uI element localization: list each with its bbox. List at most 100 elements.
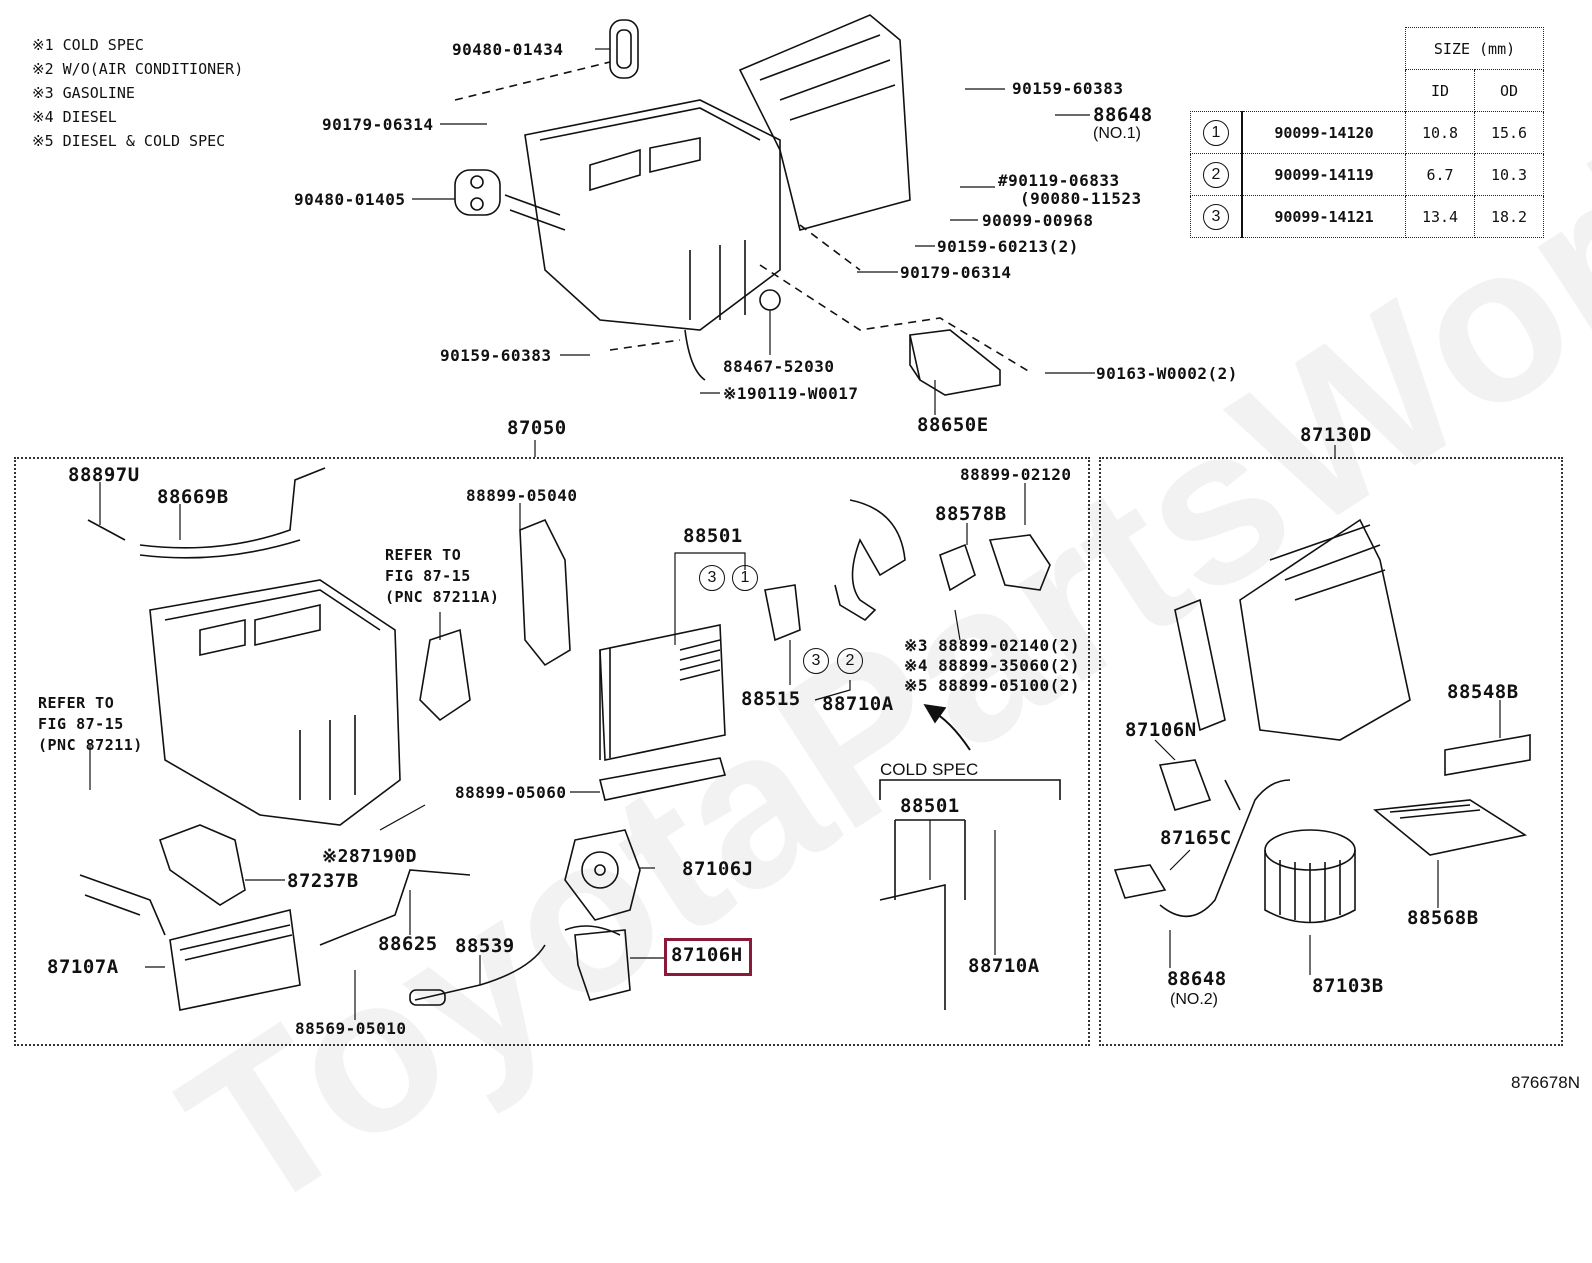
refer-line: REFER TO xyxy=(38,694,115,712)
part-label[interactable]: 90179-06314 xyxy=(322,115,434,134)
outer-diameter: 15.6 xyxy=(1474,111,1544,154)
outer-diameter: 18.2 xyxy=(1474,195,1544,238)
note-4: ※4 DIESEL xyxy=(32,108,117,126)
part-label[interactable]: ※4 88899-35060(2) xyxy=(904,656,1081,675)
table-row: 3 90099-14121 13.4 18.2 xyxy=(1190,195,1544,238)
resistor-87106n-drawing xyxy=(1158,759,1212,811)
resistor-87165c-drawing xyxy=(1113,864,1167,899)
part-label[interactable]: 88648 xyxy=(1167,968,1227,990)
clamp-88578b-drawing xyxy=(939,534,1051,592)
refer-line: (PNC 87211A) xyxy=(385,588,500,606)
note-1: ※1 COLD SPEC xyxy=(32,36,144,54)
note-2: ※2 W/O(AIR CONDITIONER) xyxy=(32,60,244,78)
part-label[interactable]: (90080-11523 xyxy=(1020,189,1142,208)
duct-87237b-drawing xyxy=(158,824,246,906)
part-label[interactable]: 88897U xyxy=(68,464,140,486)
refer-line: FIG 87-15 xyxy=(385,567,471,585)
part-label[interactable]: 88501 xyxy=(900,795,960,817)
ref-circle: 1 xyxy=(732,565,758,591)
refer-line: REFER TO xyxy=(385,546,462,564)
part-label[interactable]: 90480-01405 xyxy=(294,190,406,209)
col-od: OD xyxy=(1474,69,1544,112)
heater-unit-top-drawing xyxy=(504,14,911,381)
part-label[interactable]: 88710A xyxy=(968,955,1040,977)
part-label[interactable]: 88539 xyxy=(455,935,515,957)
part-label[interactable]: 88625 xyxy=(378,933,438,955)
part-label[interactable]: ※190119-W0017 xyxy=(723,384,859,403)
actuator-87106h-drawing xyxy=(564,925,631,1001)
part-label[interactable]: 88515 xyxy=(741,688,801,710)
part-label[interactable]: 87106N xyxy=(1125,719,1197,741)
size-header: SIZE (mm) xyxy=(1405,27,1544,70)
group-title-87130d[interactable]: 87130D xyxy=(1300,424,1372,446)
part-label[interactable]: 87165C xyxy=(1160,827,1232,849)
part-label[interactable]: 88899-05060 xyxy=(455,783,567,802)
group-title-87050[interactable]: 87050 xyxy=(507,417,567,439)
part-label[interactable]: 87107A xyxy=(47,956,119,978)
part-sublabel: (NO.2) xyxy=(1170,991,1218,1008)
line-art xyxy=(79,14,1531,1020)
table-row: 1 90099-14120 10.8 15.6 xyxy=(1190,111,1544,154)
refer-note-87211a[interactable]: REFER TO FIG 87-15 (PNC 87211A) xyxy=(385,545,499,608)
size-table: SIZE (mm) ID OD 1 90099-14120 10.8 15.6 … xyxy=(1190,27,1544,238)
part-label[interactable]: 90163-W0002(2) xyxy=(1096,364,1238,383)
inner-diameter: 6.7 xyxy=(1405,153,1475,196)
ref-circle: 3 xyxy=(1203,203,1229,230)
refer-line: (PNC 87211) xyxy=(38,736,143,754)
group-87130d-box xyxy=(1099,457,1563,1046)
part-number[interactable]: 90099-14119 xyxy=(1241,153,1406,196)
part-label[interactable]: 88650E xyxy=(917,414,989,436)
part-number[interactable]: 90099-14121 xyxy=(1241,195,1406,238)
part-label[interactable]: 88501 xyxy=(683,525,743,547)
inner-diameter: 13.4 xyxy=(1405,195,1475,238)
part-label[interactable]: 88899-05040 xyxy=(466,486,578,505)
harness-88648-no2-drawing xyxy=(1159,779,1291,918)
part-label[interactable]: 88578B xyxy=(935,503,1007,525)
part-label[interactable]: 90179-06314 xyxy=(900,263,1012,282)
part-label[interactable]: 87106J xyxy=(682,858,754,880)
note-3: ※3 GASOLINE xyxy=(32,84,135,102)
outer-diameter: 10.3 xyxy=(1474,153,1544,196)
ref-circle: 2 xyxy=(837,648,863,674)
figure-code: 876678N xyxy=(1510,1073,1580,1092)
part-label[interactable]: ※287190D xyxy=(322,846,417,867)
part-label[interactable]: ※3 88899-02140(2) xyxy=(904,636,1081,655)
highlighted-part-box[interactable] xyxy=(664,938,752,976)
part-label[interactable]: 88568B xyxy=(1407,907,1479,929)
part-label[interactable]: #90119-06833 xyxy=(998,171,1120,190)
part-label[interactable]: 88648 xyxy=(1093,104,1153,126)
ref-circle: 1 xyxy=(1203,119,1229,146)
hose-88669b-drawing xyxy=(87,467,326,559)
heater-core-87107a-drawing xyxy=(79,874,301,1011)
bracket-88650e-drawing xyxy=(909,329,1001,396)
cold-spec-title: COLD SPEC xyxy=(880,760,979,779)
part-label[interactable]: 88710A xyxy=(822,693,894,715)
part-label[interactable]: 90159-60383 xyxy=(440,346,552,365)
part-label[interactable]: 87103B xyxy=(1312,975,1384,997)
table-row: 2 90099-14119 6.7 10.3 xyxy=(1190,153,1544,196)
part-label[interactable]: 88569-05010 xyxy=(295,1019,407,1038)
part-label[interactable]: 90099-00968 xyxy=(982,211,1094,230)
pipe-88710a-drawing xyxy=(834,499,906,622)
part-label[interactable]: 88467-52030 xyxy=(723,357,835,376)
heater-case-drawing xyxy=(149,579,401,826)
part-label[interactable]: 90159-60213(2) xyxy=(937,237,1079,256)
ref-circle: 3 xyxy=(803,648,829,674)
refer-line: FIG 87-15 xyxy=(38,715,124,733)
part-label[interactable]: 88899-02120 xyxy=(960,465,1072,484)
blower-motor-87103b-drawing xyxy=(1264,829,1356,924)
part-label[interactable]: 88669B xyxy=(157,486,229,508)
part-number[interactable]: 90099-14120 xyxy=(1241,111,1406,154)
part-sublabel: (NO.1) xyxy=(1093,125,1141,142)
part-label[interactable]: ※5 88899-05100(2) xyxy=(904,676,1081,695)
part-label[interactable]: 87237B xyxy=(287,870,359,892)
part-label[interactable]: 90480-01434 xyxy=(452,40,564,59)
duct-88899-05040-drawing xyxy=(519,518,571,667)
part-label[interactable]: 90159-60383 xyxy=(1012,79,1124,98)
highlighted-part-label[interactable]: 87106H xyxy=(671,944,743,966)
rod-88625-drawing xyxy=(319,869,471,946)
filter-88568b-drawing xyxy=(1373,799,1528,856)
part-label[interactable]: 88548B xyxy=(1447,681,1519,703)
valve-88515-drawing xyxy=(764,584,801,642)
refer-note-87211[interactable]: REFER TO FIG 87-15 (PNC 87211) xyxy=(38,693,143,756)
